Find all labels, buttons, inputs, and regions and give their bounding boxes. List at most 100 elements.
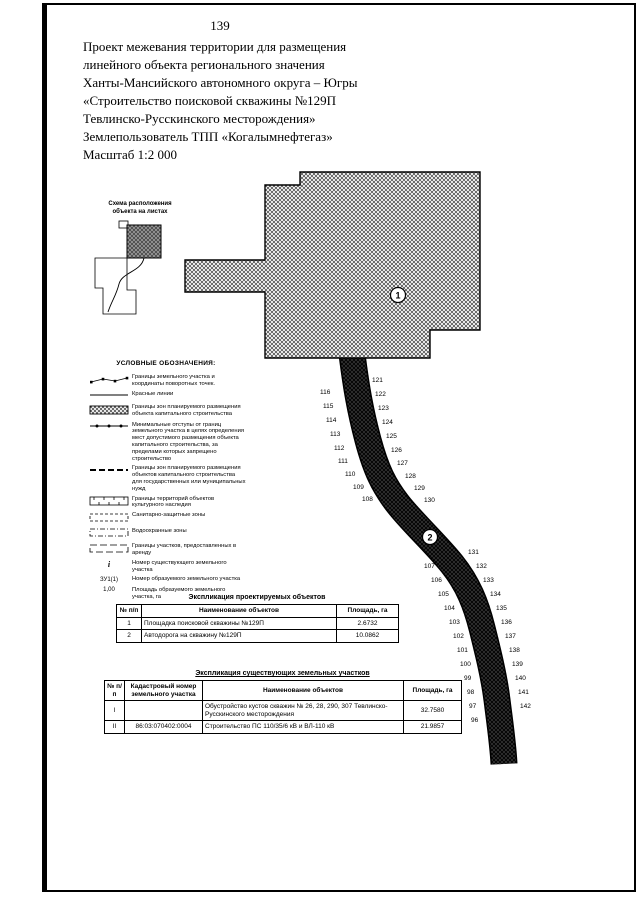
road-corridor	[340, 352, 516, 765]
legend-item-formed-parcel-area: 1,00 Площадь образуемого земельного учас…	[86, 587, 246, 601]
legend-item-label: Минимальные отступы от границ земельного…	[132, 421, 244, 462]
title-line: Ханты-Мансийского автономного округа – Ю…	[83, 75, 358, 90]
well-pad-hatch	[184, 171, 481, 359]
title-line: Проект межевания территории для размещен…	[83, 39, 347, 54]
pad-marker-number: 1	[395, 291, 400, 301]
projected-objects-table-title: Экспликация проектируемых объектов	[188, 594, 326, 601]
legend-item-label: Границы земельного участка и координаты …	[132, 374, 216, 387]
legend-item-construction-zone: Границы зон планируемого размещения объе…	[86, 404, 246, 419]
document-title: Проект межевания территории для размещен…	[83, 38, 413, 164]
table-row: II 86:03:070402:0004 Строительство ПС 11…	[104, 720, 462, 734]
table-cell	[124, 700, 203, 721]
map-point-label: 96	[471, 717, 479, 724]
title-line: Масштаб 1:2 000	[83, 147, 177, 162]
table-header-cell: Кадастровый номер земельного участка	[124, 680, 203, 701]
map-point-label: 140	[515, 675, 526, 682]
table-cell: II	[104, 720, 125, 734]
existing-parcels-table-title: Экспликация существующих земельных участ…	[195, 670, 370, 677]
map-point-label: 128	[405, 473, 416, 480]
map-point-label: 112	[334, 445, 345, 452]
pad-marker: 1	[389, 286, 407, 304]
boundary-line-icon	[86, 374, 132, 387]
map-point-label: 125	[386, 433, 397, 440]
map-point-label: 110	[345, 471, 356, 478]
title-line: Тевлинско-Русскинского месторождения»	[83, 111, 316, 126]
map-point-label: 100	[460, 661, 471, 668]
table-header-cell: № п/п	[104, 680, 125, 701]
title-line: «Строительство поисковой скважины №129П	[83, 93, 337, 108]
boundary-point-labels: 1161151141131121111101091081071061051041…	[320, 377, 531, 724]
legend-item-state-zone: Границы зон планируемого размещения объе…	[86, 465, 246, 492]
legend-item-min-offsets: Минимальные отступы от границ земельного…	[86, 422, 246, 463]
road-marker: 2	[421, 528, 439, 546]
legend-item-label: Номер образуемого земельного участка	[132, 576, 241, 583]
map-point-label: 98	[467, 689, 475, 696]
table-cell: 21.9857	[403, 720, 462, 734]
table-cell: 2	[116, 629, 142, 643]
formed-parcel-symbol: ЗУ1(1)	[99, 576, 119, 583]
offset-line-icon	[86, 422, 132, 433]
table-row: I Обустройство кустов скважин № 26, 28, …	[104, 700, 462, 721]
page-number: 139	[210, 18, 230, 33]
projected-objects-table: № п/п Наименование объектов Площадь, га …	[116, 604, 399, 643]
table-row: 1 Площадка поисковой скважины №129П 2.67…	[116, 616, 399, 630]
table-header-cell: Наименование объектов	[202, 680, 404, 701]
map-point-label: 115	[323, 403, 334, 410]
map-point-label: 131	[468, 549, 479, 556]
existing-parcels-table-section: Экспликация существующих земельных участ…	[104, 670, 462, 734]
map-point-label: 99	[464, 675, 472, 682]
legend-item-boundary: Границы земельного участка и координаты …	[86, 374, 246, 388]
table-header-cell: № п/п	[116, 604, 142, 618]
map-point-label: 123	[378, 405, 389, 412]
inset-route-line	[107, 257, 145, 313]
projected-objects-table-section: Экспликация проектируемых объектов № п/п…	[116, 594, 399, 643]
road-marker-number: 2	[427, 533, 432, 543]
formed-parcel-area-symbol: 1,00	[103, 587, 115, 594]
map-point-label: 111	[338, 458, 348, 465]
map-point-label: 113	[330, 431, 341, 438]
legend-item-label: Красные линии	[132, 390, 174, 397]
legend-item-label: Санитарно-защитные зоны	[132, 512, 206, 519]
hatch-swatch-icon	[86, 404, 132, 419]
map-point-label: 97	[469, 703, 477, 710]
legend-item-sanitary: Санитарно-защитные зоны	[86, 512, 246, 525]
legend-item-water: Водоохранные зоны	[86, 528, 246, 541]
red-line-icon	[86, 391, 132, 402]
map-point-label: 135	[496, 605, 507, 612]
map-point-label: 139	[512, 661, 523, 668]
sanitary-swatch-icon	[86, 512, 132, 525]
legend-item-lease: Границы участков, предоставленных в арен…	[86, 543, 246, 557]
table-cell: 10.0862	[336, 629, 399, 643]
legend-item-label: Водоохранные зоны	[132, 527, 187, 534]
table-cell: Обустройство кустов скважин № 26, 28, 29…	[202, 700, 404, 721]
map-point-label: 124	[382, 419, 393, 426]
title-line: линейного объекта регионального значения	[83, 57, 325, 72]
lease-swatch-icon	[86, 543, 132, 556]
map-point-label: 126	[391, 447, 402, 454]
map-point-label: 105	[438, 591, 449, 598]
legend-item-label: Границы территорий объектов культурного …	[132, 495, 215, 509]
map-point-label: 133	[483, 577, 494, 584]
map-point-label: 127	[397, 460, 408, 467]
map-point-label: 141	[518, 689, 529, 696]
heritage-swatch-icon	[86, 496, 132, 510]
map-point-label: 101	[457, 647, 468, 654]
map-point-label: 134	[490, 591, 501, 598]
existing-parcel-symbol: i	[107, 560, 111, 570]
legend-item-label: Площадь образуемого земельного участка, …	[132, 586, 226, 600]
legend-item-heritage: Границы территорий объектов культурного …	[86, 496, 246, 510]
map-point-label: 122	[375, 391, 386, 398]
map-point-label: 142	[520, 703, 531, 710]
pad-marker-circle	[389, 286, 407, 304]
legend-item-existing-parcel-number: i Номер существующего земельного участка	[86, 560, 246, 574]
table-cell: I	[104, 700, 125, 721]
map-point-label: 129	[414, 485, 425, 492]
table-header-cell: Площадь, га	[403, 680, 462, 701]
map-point-label: 107	[424, 563, 435, 570]
table-header-cell: Площадь, га	[336, 604, 399, 618]
road-marker-circle	[421, 528, 439, 546]
legend-item-red-lines: Красные линии	[86, 391, 246, 402]
map-point-label: 104	[444, 605, 455, 612]
table-cell: Автодорога на скважину №129П	[141, 629, 337, 643]
